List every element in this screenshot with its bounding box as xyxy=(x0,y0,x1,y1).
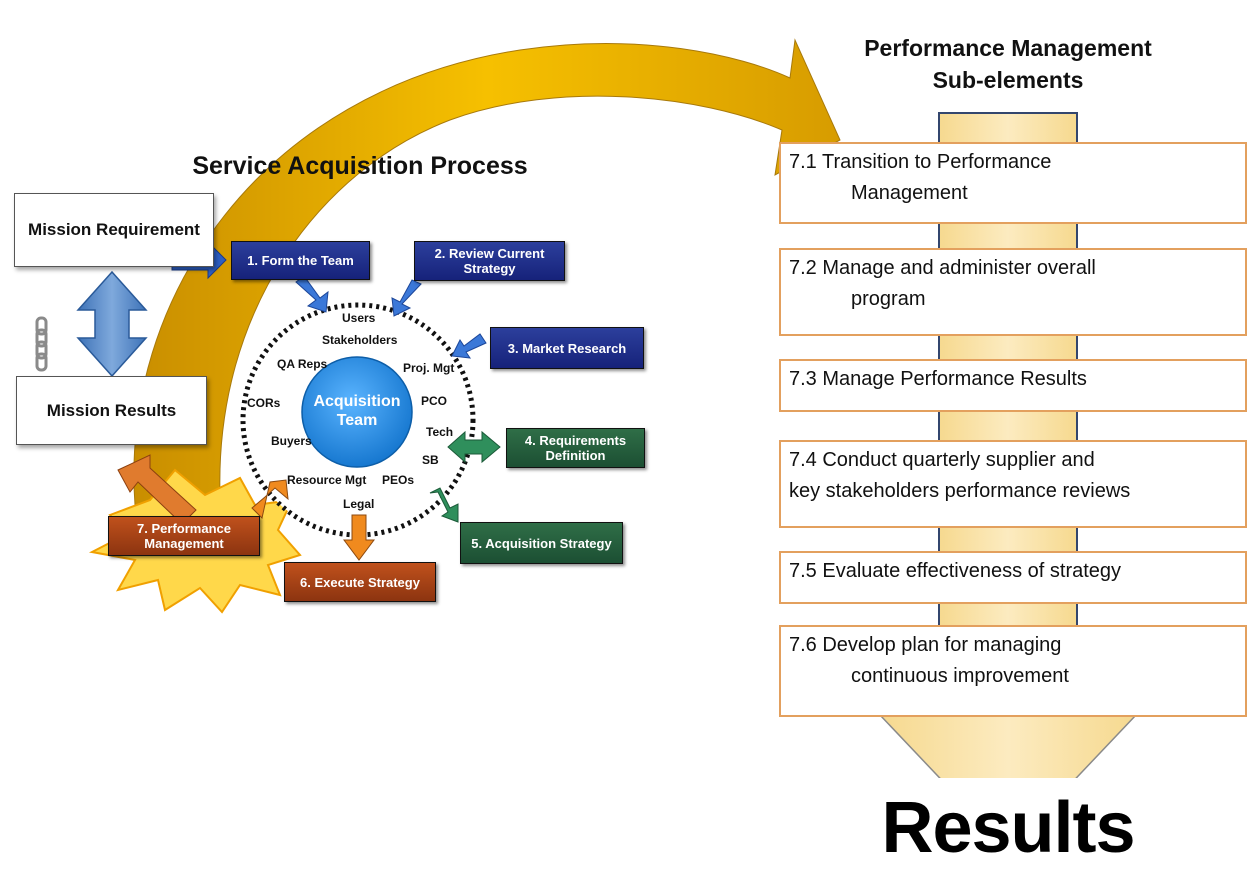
mission-results-box: Mission Results xyxy=(16,376,207,445)
arrow-to-step2 xyxy=(391,279,422,317)
results-label: Results xyxy=(858,778,1158,878)
sub-element-7-5: 7.5 Evaluate effectiveness of strategy xyxy=(779,551,1247,604)
sub-element-7-4: 7.4 Conduct quarterly supplier and key s… xyxy=(779,440,1247,528)
step-form-the-team: 1. Form the Team xyxy=(231,241,370,280)
step-requirements-definition: 4. Requirements Definition xyxy=(506,428,645,468)
member-cors: CORs xyxy=(247,396,281,410)
member-legal: Legal xyxy=(343,497,375,511)
sub-element-7-3: 7.3 Manage Performance Results xyxy=(779,359,1247,412)
member-tech: Tech xyxy=(426,425,454,439)
step-arrows xyxy=(251,275,501,561)
member-proj-mgt: Proj. Mgt xyxy=(403,361,455,375)
member-pco: PCO xyxy=(421,394,448,408)
mission-requirement-box: Mission Requirement xyxy=(14,193,214,267)
step-review-current-strategy: 2. Review Current Strategy xyxy=(414,241,565,281)
team-center-circle xyxy=(301,356,413,468)
step-market-research: 3. Market Research xyxy=(490,327,644,369)
acquisition-team-label: Acquisition Team xyxy=(313,393,401,429)
arrow-to-step5 xyxy=(429,487,459,523)
member-resource-mgt: Resource Mgt xyxy=(287,473,367,487)
pm-heading-line1: Performance Management xyxy=(864,35,1152,61)
process-heading: Service Acquisition Process xyxy=(192,152,528,180)
sub-element-7-1: 7.1 Transition to Performance Management xyxy=(779,142,1247,224)
member-qa-reps: QA Reps xyxy=(277,357,328,371)
chain-icon xyxy=(35,316,48,372)
mission-double-arrow xyxy=(76,270,148,378)
member-buyers: Buyers xyxy=(271,434,312,448)
gold-arc-arrow xyxy=(133,38,841,506)
arrow-to-step6 xyxy=(343,514,375,561)
step-acquisition-strategy: 5. Acquisition Strategy xyxy=(460,522,623,564)
sub-element-7-6: 7.6 Develop plan for managing continuous… xyxy=(779,625,1247,717)
sub-element-7-2: 7.2 Manage and administer overall progra… xyxy=(779,248,1247,336)
member-stakeholders: Stakeholders xyxy=(322,333,398,347)
pm-heading-line2: Sub-elements xyxy=(932,67,1084,93)
pm-heading: Performance Management Sub-elements xyxy=(818,32,1198,96)
member-peos: PEOs xyxy=(382,473,415,487)
arrow-to-step3 xyxy=(451,333,487,359)
step-execute-strategy: 6. Execute Strategy xyxy=(284,562,436,602)
member-sb: SB xyxy=(422,453,439,467)
arrow-to-step1 xyxy=(295,275,329,313)
member-users: Users xyxy=(342,311,376,325)
step-performance-management: 7. Performance Management xyxy=(108,516,260,556)
arrow-to-step7 xyxy=(251,479,289,519)
arrow-to-step4 xyxy=(447,430,501,464)
